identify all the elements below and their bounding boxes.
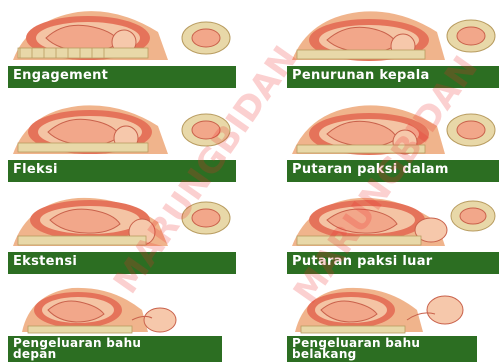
label-engagement: Engagement bbox=[8, 66, 236, 88]
label-ekstensi: Ekstensi bbox=[8, 252, 236, 274]
illustration-putaran-paksi-luar bbox=[287, 188, 499, 252]
illustration-penurunan-kepala bbox=[287, 2, 499, 66]
label-line-2: belakang bbox=[292, 349, 472, 360]
illustration-ekstensi bbox=[8, 188, 236, 252]
label-pengeluaran-bahu-depan: Pengeluaran bahu depan bbox=[8, 336, 222, 362]
illustration-pengeluaran-bahu-belakang bbox=[289, 280, 479, 336]
label-putaran-paksi-luar: Putaran paksi luar bbox=[287, 252, 499, 274]
label-line-2: depan bbox=[13, 349, 217, 360]
illustration-pengeluaran-bahu-depan bbox=[12, 280, 192, 336]
label-pengeluaran-bahu-belakang: Pengeluaran bahu belakang bbox=[287, 336, 477, 362]
label-penurunan-kepala: Penurunan kepala bbox=[287, 66, 499, 88]
label-putaran-paksi-dalam: Putaran paksi dalam bbox=[287, 160, 499, 182]
label-fleksi: Fleksi bbox=[8, 160, 236, 182]
illustration-engagement bbox=[8, 2, 236, 66]
illustration-putaran-paksi-dalam bbox=[287, 96, 499, 160]
illustration-fleksi bbox=[8, 96, 236, 160]
